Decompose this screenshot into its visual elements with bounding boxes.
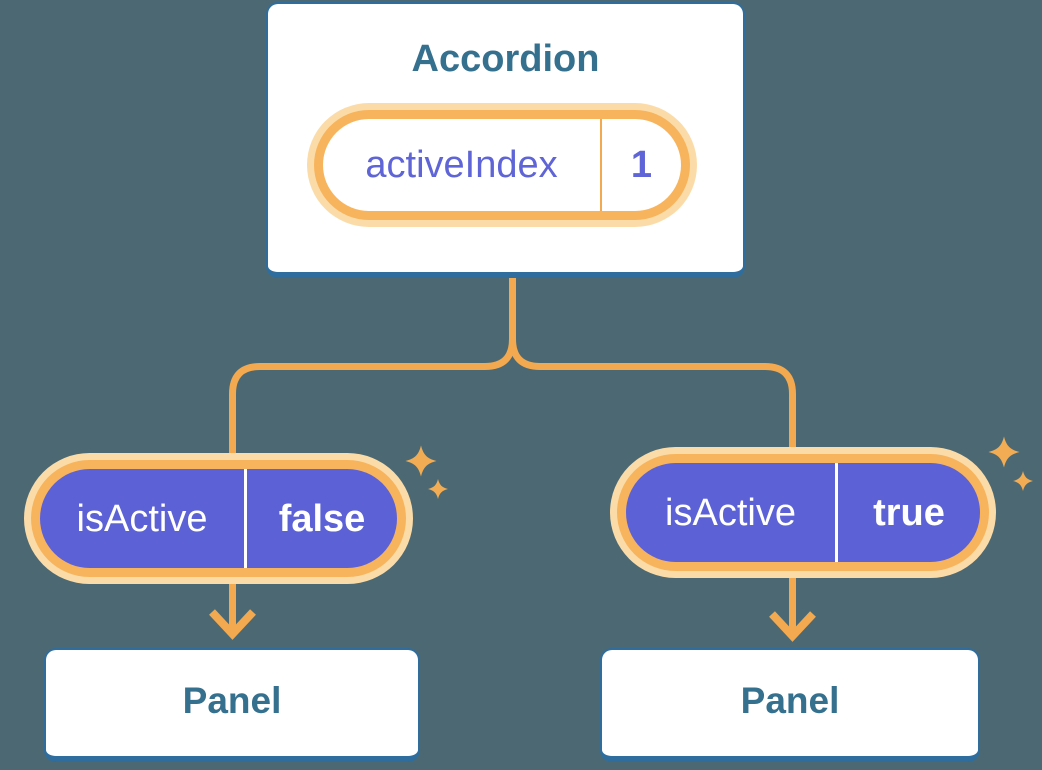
arrow-down-icon <box>769 611 816 642</box>
is-active-pill-left: isActive false <box>31 460 406 577</box>
sparkle-icon <box>405 445 437 477</box>
sparkle-icon <box>1013 471 1033 491</box>
pill-divider <box>600 119 602 211</box>
is-active-pill-right: isActive true <box>617 454 989 571</box>
state-name-label: activeIndex <box>365 144 558 186</box>
panel-title: Panel <box>182 680 282 721</box>
pill-divider <box>244 469 247 568</box>
state-value-label: true <box>873 491 945 534</box>
connector-root-to-right <box>509 276 796 630</box>
panel-title: Panel <box>740 680 840 721</box>
panel-card-left: Panel <box>44 648 420 762</box>
state-name-label: isActive <box>665 491 796 534</box>
sparkle-icon <box>988 436 1020 468</box>
panel-card-right: Panel <box>600 648 980 762</box>
sparkle-icon <box>428 479 448 499</box>
accordion-title: Accordion <box>411 38 600 80</box>
arrow-down-icon <box>209 609 256 640</box>
state-name-label: isActive <box>76 497 208 540</box>
state-value-label: false <box>278 497 366 540</box>
state-value-label: 1 <box>630 144 653 186</box>
active-index-state-pill: activeIndex 1 <box>314 110 690 220</box>
pill-divider <box>835 463 838 562</box>
